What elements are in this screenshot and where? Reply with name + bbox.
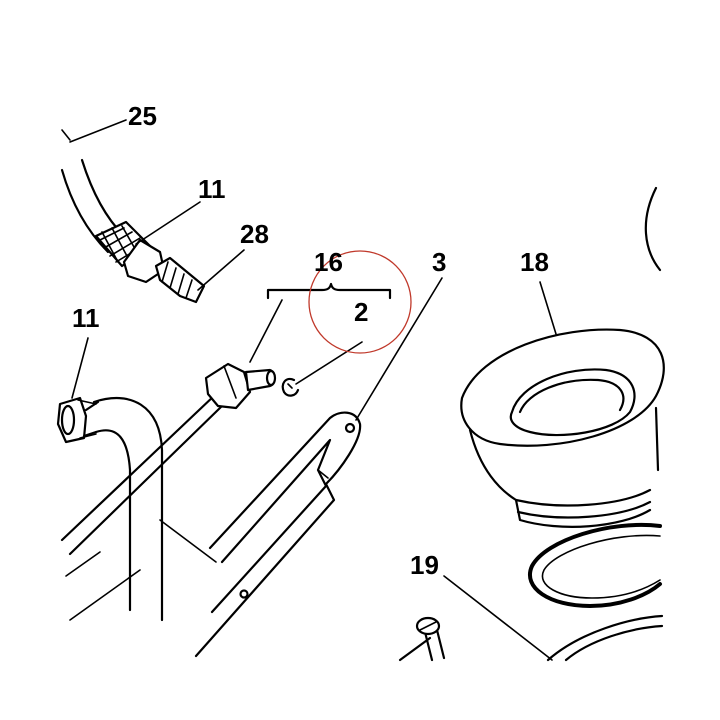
callout-19: 19 xyxy=(410,550,439,580)
hose-nipple-28 xyxy=(154,256,206,304)
callout-25: 25 xyxy=(128,101,157,131)
highlight-circle xyxy=(308,250,412,354)
hose-fitting-11-upper xyxy=(94,220,166,284)
callout-3: 3 xyxy=(432,247,446,277)
leader-11-left xyxy=(71,337,89,399)
callout-11-upper: 11 xyxy=(198,174,226,204)
group-brace-16 xyxy=(266,282,392,300)
callout-2: 2 xyxy=(354,297,368,327)
hose-fitting-11-left xyxy=(56,396,97,444)
callout-11-left: 11 xyxy=(72,303,100,333)
retaining-clip-2 xyxy=(281,377,300,397)
leader-28 xyxy=(197,249,245,291)
rod-assembly-16 xyxy=(60,362,277,556)
leader-19 xyxy=(443,575,553,661)
leader-3 xyxy=(355,277,443,421)
screw xyxy=(398,616,446,662)
callout-16: 16 xyxy=(314,247,343,277)
frame-bracket-3 xyxy=(65,411,362,658)
base-ring-19 xyxy=(546,614,664,662)
leader-lines xyxy=(69,119,557,661)
leader-16-rod xyxy=(249,299,283,363)
leader-18 xyxy=(539,281,557,335)
callout-28: 28 xyxy=(240,219,269,249)
leader-11-upper xyxy=(135,201,201,245)
leader-25 xyxy=(69,119,127,143)
callout-18: 18 xyxy=(520,247,549,277)
funnel-housing-18 xyxy=(460,186,665,528)
leader-2 xyxy=(295,341,363,385)
o-ring xyxy=(528,523,662,608)
